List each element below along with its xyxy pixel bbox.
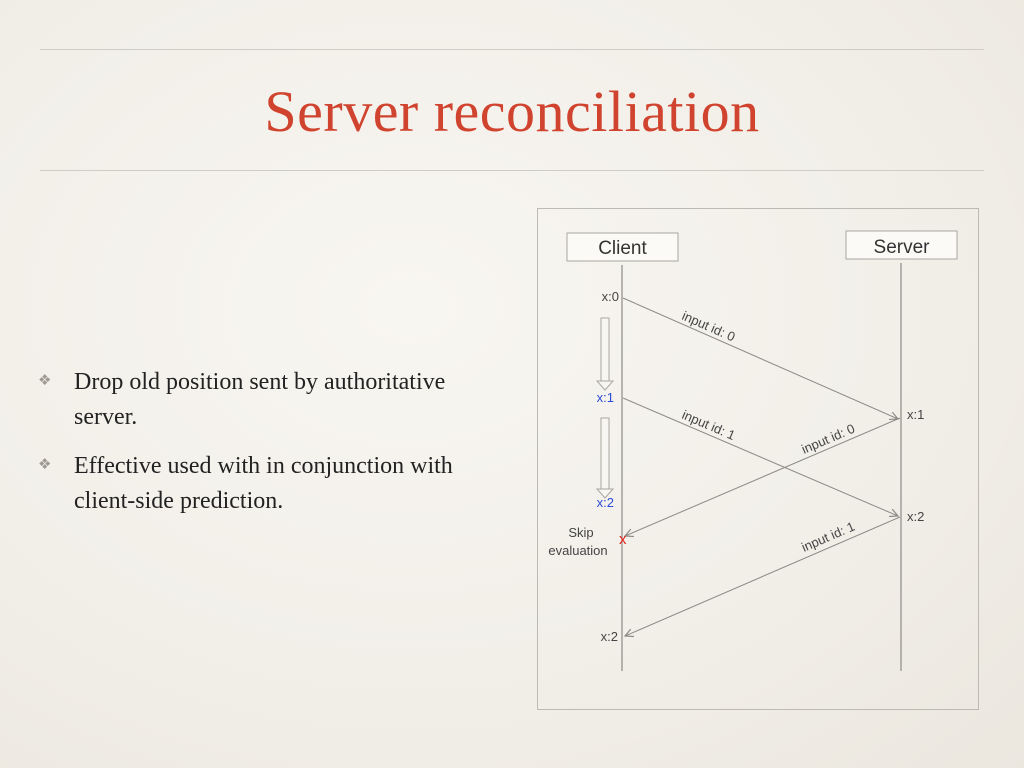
server-actor-box <box>845 230 958 260</box>
bottom-rule <box>40 170 984 171</box>
skip-label: evaluation <box>548 543 607 558</box>
client-actor-box <box>566 232 679 262</box>
message-arrow <box>622 297 898 419</box>
client-actor-label: Client <box>598 238 647 259</box>
message-label: input id: 0 <box>680 308 738 344</box>
message-label: input id: 0 <box>799 421 857 457</box>
bullet-text: Effective used with in conjunction with … <box>74 453 453 514</box>
fleuron-icon: ❖ <box>38 455 52 473</box>
prediction-arrow <box>595 317 615 391</box>
message-label: input id: 1 <box>680 407 738 443</box>
server-state-label: x:1 <box>907 407 924 422</box>
client-state-label: x:2 <box>597 495 614 510</box>
message-label: input id: 1 <box>799 519 857 555</box>
server-state-label: x:2 <box>907 509 924 524</box>
message-arrow <box>625 417 901 536</box>
client-state-label: x:2 <box>601 629 618 644</box>
sequence-diagram: Client Server x:0 x:1 x:2 x:2 x:1 x:2 in… <box>537 208 979 710</box>
bullet-list: ❖ Drop old position sent by authoritativ… <box>38 365 478 533</box>
bullet-item: ❖ Drop old position sent by authoritativ… <box>38 365 478 435</box>
skip-marker: x <box>619 531 627 548</box>
client-state-label: x:1 <box>597 390 614 405</box>
top-rule <box>40 49 984 50</box>
message-arrow <box>622 397 898 516</box>
message-arrow <box>625 516 901 636</box>
prediction-arrow <box>595 417 615 499</box>
server-actor-label: Server <box>874 237 931 258</box>
slide-title: Server reconciliation <box>264 79 760 144</box>
fleuron-icon: ❖ <box>38 371 52 389</box>
bullet-item: ❖ Effective used with in conjunction wit… <box>38 449 478 519</box>
client-state-label: x:0 <box>602 289 619 304</box>
skip-label: Skip <box>568 525 593 540</box>
bullet-text: Drop old position sent by authoritative … <box>74 369 446 430</box>
